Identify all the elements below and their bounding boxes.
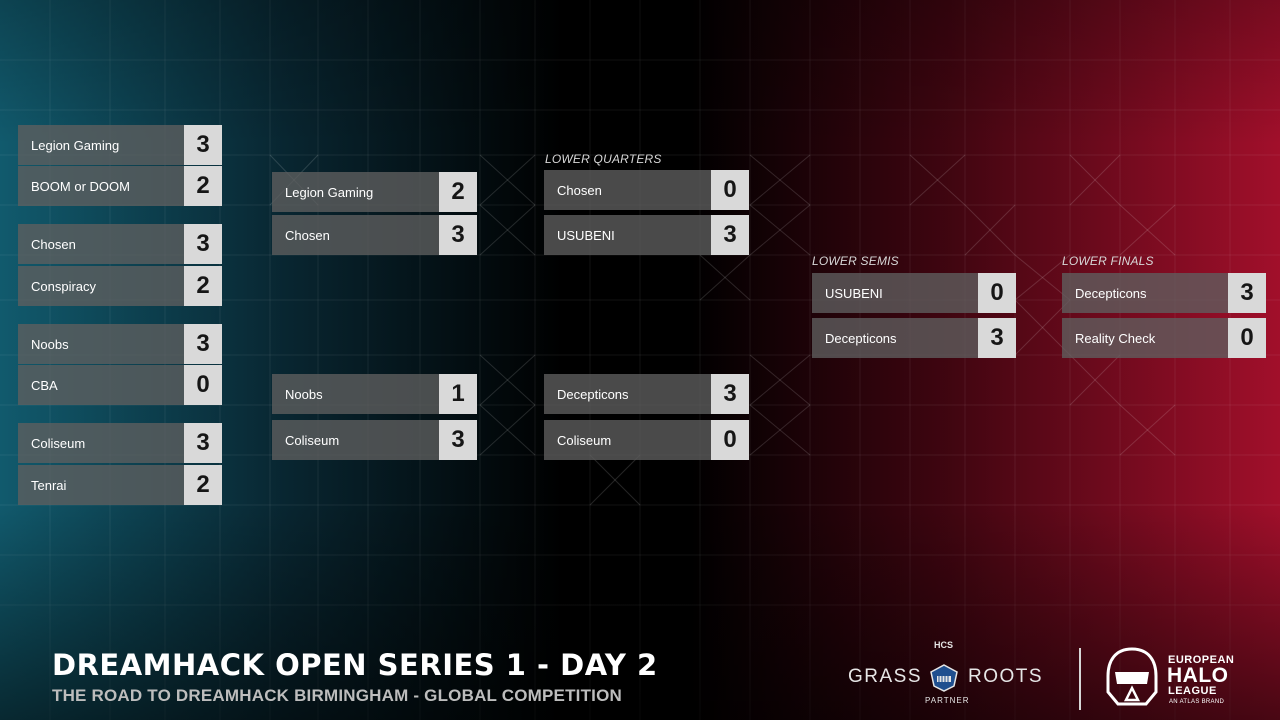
team-name: Decepticons — [1062, 273, 1228, 313]
team-name: USUBENI — [544, 215, 711, 255]
team-name: BOOM or DOOM — [18, 166, 184, 206]
page-title: DREAMHACK OPEN SERIES 1 - DAY 2 — [52, 648, 658, 682]
match-row-ls-1: USUBENI 0 — [812, 273, 1016, 313]
grassroots-text-left: GRASS — [848, 666, 923, 687]
team-name: Noobs — [272, 374, 439, 414]
grassroots-logo: HCS GRASS ROOTS PARTNER — [845, 640, 1045, 710]
team-score: 3 — [184, 125, 222, 165]
match-row-r1-1: Legion Gaming 3 — [18, 125, 222, 165]
team-name: Chosen — [544, 170, 711, 210]
team-score: 3 — [711, 215, 749, 255]
team-name: Chosen — [18, 224, 184, 264]
match-row-r2-1: Legion Gaming 2 — [272, 172, 477, 212]
team-name: USUBENI — [812, 273, 978, 313]
match-row-lf-2: Reality Check 0 — [1062, 318, 1266, 358]
match-row-lq-4: Coliseum 0 — [544, 420, 749, 460]
round-label-lower-quarters: LOWER QUARTERS — [545, 152, 662, 166]
team-name: Decepticons — [544, 374, 711, 414]
ehl-line-league: LEAGUE — [1168, 685, 1217, 697]
match-row-r1-7: Coliseum 3 — [18, 423, 222, 463]
match-row-r1-5: Noobs 3 — [18, 324, 222, 364]
team-score: 1 — [439, 374, 477, 414]
team-score: 0 — [711, 170, 749, 210]
team-score: 3 — [978, 318, 1016, 358]
match-row-r1-2: BOOM or DOOM 2 — [18, 166, 222, 206]
match-row-r1-6: CBA 0 — [18, 365, 222, 405]
team-score: 2 — [184, 266, 222, 306]
team-name: Chosen — [272, 215, 439, 255]
team-name: Reality Check — [1062, 318, 1228, 358]
match-row-r1-3: Chosen 3 — [18, 224, 222, 264]
match-row-lq-3: Decepticons 3 — [544, 374, 749, 414]
team-name: Decepticons — [812, 318, 978, 358]
grassroots-text-right: ROOTS — [968, 666, 1044, 687]
ehl-line-halo: HALO — [1167, 664, 1229, 687]
team-name: Coliseum — [272, 420, 439, 460]
team-score: 3 — [184, 324, 222, 364]
hcs-label: HCS — [934, 640, 954, 650]
ehl-line-european: EUROPEAN — [1168, 654, 1235, 666]
team-name: Coliseum — [544, 420, 711, 460]
team-name: Coliseum — [18, 423, 184, 463]
match-row-r1-4: Conspiracy 2 — [18, 266, 222, 306]
team-score: 0 — [1228, 318, 1266, 358]
team-name: Tenrai — [18, 465, 184, 505]
team-score: 3 — [1228, 273, 1266, 313]
team-score: 3 — [439, 420, 477, 460]
team-score: 2 — [184, 465, 222, 505]
match-row-lq-2: USUBENI 3 — [544, 215, 749, 255]
round-label-lower-semis: LOWER SEMIS — [812, 254, 899, 268]
team-score: 3 — [184, 224, 222, 264]
round-label-lower-finals: LOWER FINALS — [1062, 254, 1154, 268]
fist-emblem-icon — [930, 664, 958, 692]
team-score: 3 — [439, 215, 477, 255]
match-row-lq-1: Chosen 0 — [544, 170, 749, 210]
match-row-ls-2: Decepticons 3 — [812, 318, 1016, 358]
match-row-lf-1: Decepticons 3 — [1062, 273, 1266, 313]
spartan-helmet-icon — [1106, 647, 1158, 706]
ehl-line-atlas: AN ATLAS BRAND — [1169, 699, 1225, 705]
match-row-r2-2: Chosen 3 — [272, 215, 477, 255]
team-score: 0 — [978, 273, 1016, 313]
page-subtitle: THE ROAD TO DREAMHACK BIRMINGHAM - GLOBA… — [52, 686, 623, 705]
team-score: 2 — [439, 172, 477, 212]
team-score: 2 — [184, 166, 222, 206]
team-name: Conspiracy — [18, 266, 184, 306]
logo-divider — [1079, 648, 1081, 710]
team-score: 3 — [184, 423, 222, 463]
team-score: 0 — [184, 365, 222, 405]
team-name: CBA — [18, 365, 184, 405]
team-name: Noobs — [18, 324, 184, 364]
team-score: 0 — [711, 420, 749, 460]
team-score: 3 — [711, 374, 749, 414]
match-row-r1-8: Tenrai 2 — [18, 465, 222, 505]
match-row-r2-4: Coliseum 3 — [272, 420, 477, 460]
european-halo-league-logo: EUROPEAN HALO LEAGUE AN ATLAS BRAND — [1103, 644, 1273, 714]
partner-label: PARTNER — [925, 696, 970, 705]
team-name: Legion Gaming — [18, 125, 184, 165]
match-row-r2-3: Noobs 1 — [272, 374, 477, 414]
team-name: Legion Gaming — [272, 172, 439, 212]
